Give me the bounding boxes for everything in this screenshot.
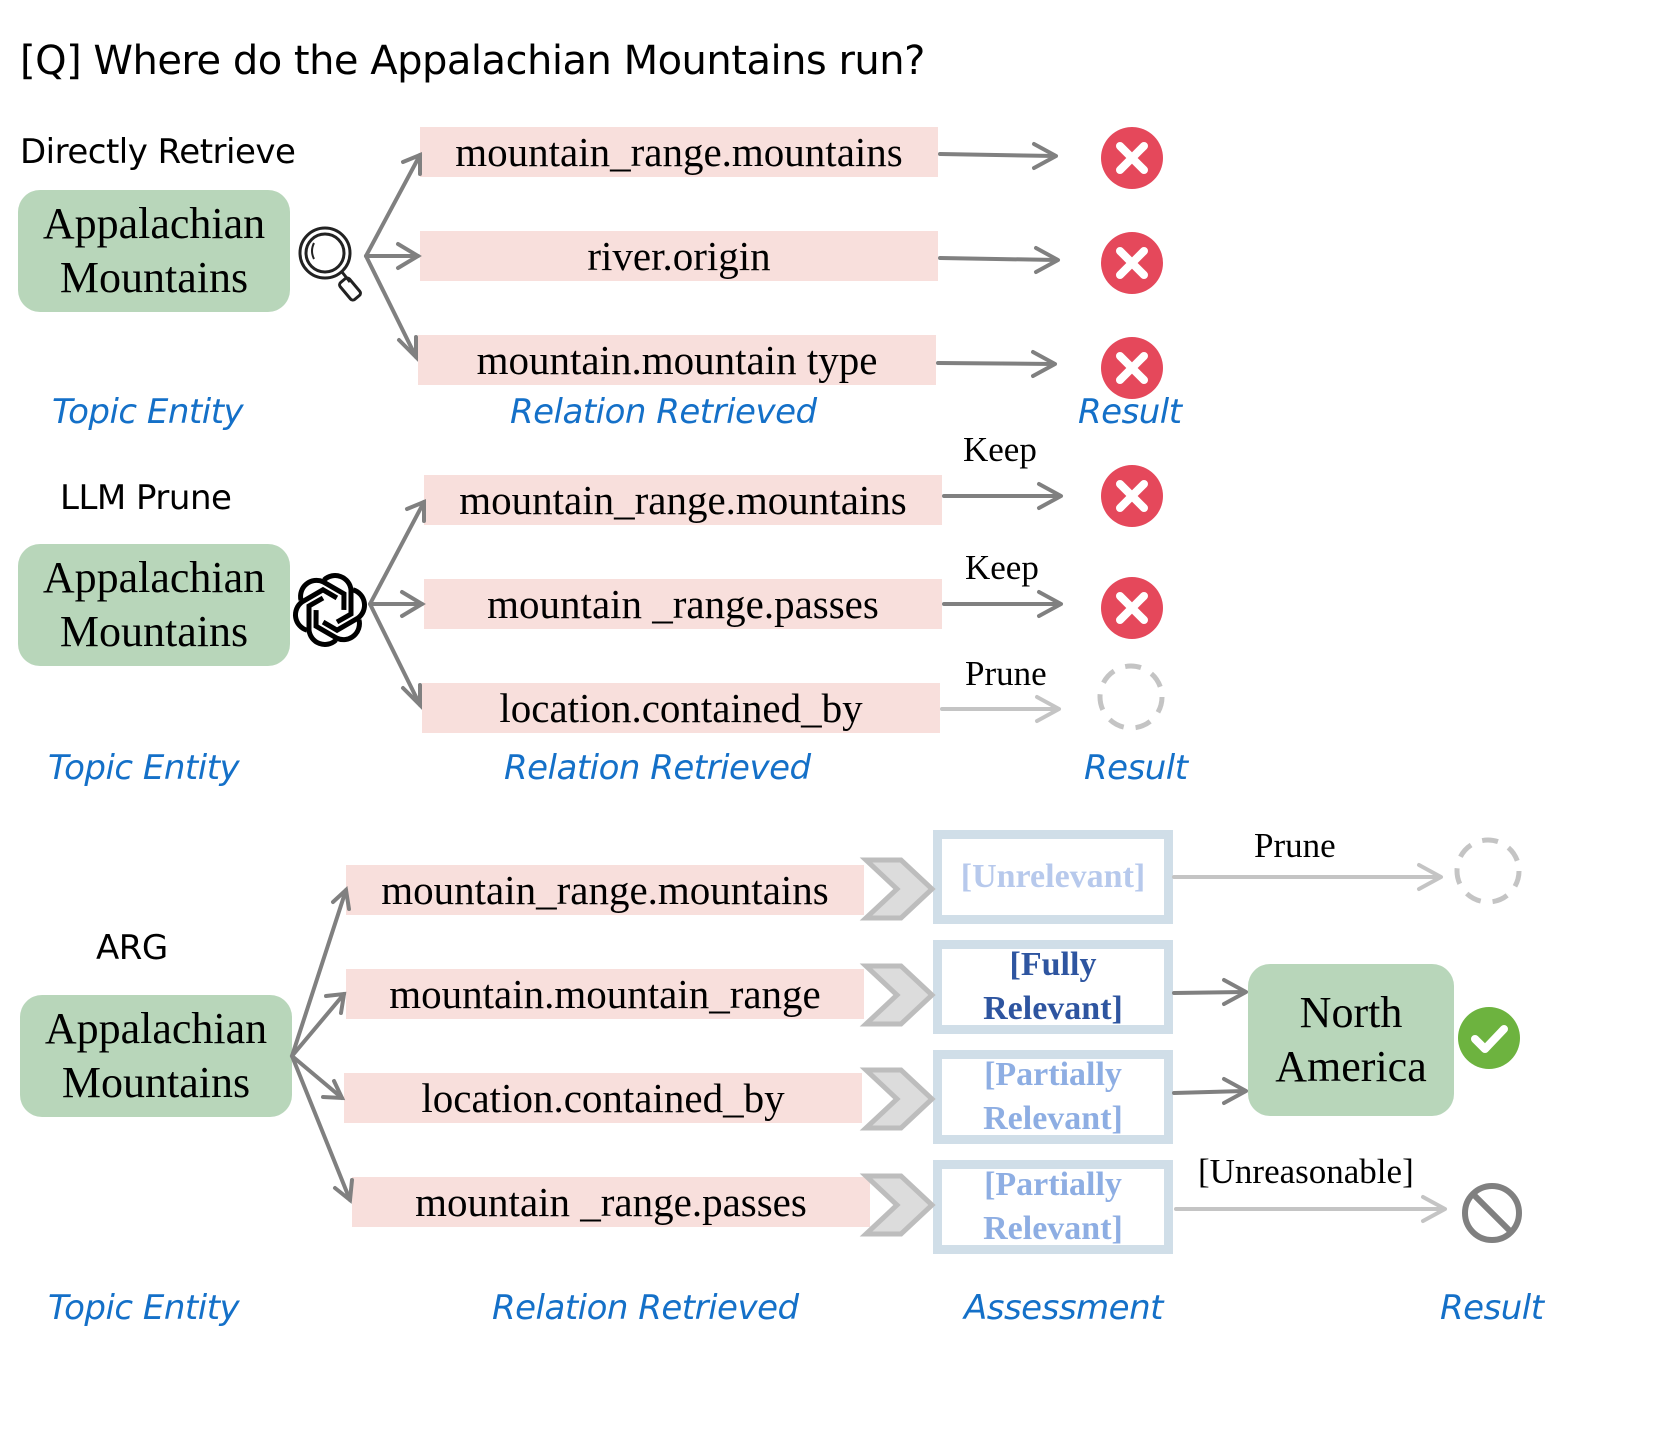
assessment-text: [Fully — [1009, 946, 1097, 983]
blocked-icon — [1462, 1183, 1522, 1243]
edge-label-keep: Keep — [963, 430, 1037, 469]
chevron-right-icon — [859, 1173, 936, 1237]
entity-line-2: Mountains — [59, 607, 249, 656]
assessment-text: Relevant] — [983, 990, 1123, 1027]
caption-topic-entity: Topic Entity — [48, 1288, 240, 1328]
arrow — [364, 153, 422, 258]
relation-box: mountain _range.passes — [424, 579, 942, 629]
caption-topic-entity: Topic Entity — [48, 748, 240, 788]
chevron-right-icon — [859, 1067, 936, 1131]
assessment-text: Relevant] — [983, 1100, 1123, 1137]
cross-icon — [1101, 337, 1163, 399]
fan-arrows-direct — [364, 153, 422, 359]
caption-assessment: Assessment — [964, 1288, 1163, 1328]
caption-result: Result — [1440, 1288, 1544, 1328]
answer-line-2: America — [1275, 1042, 1427, 1091]
method-label-arg: ARG — [96, 928, 168, 968]
caption-topic-entity: Topic Entity — [52, 392, 244, 432]
assessment-unrelevant: [Unrelevant] — [933, 830, 1173, 924]
arrow — [364, 254, 418, 359]
relation-box: mountain _range.passes — [352, 1177, 870, 1227]
caption-result: Result — [1084, 748, 1188, 788]
caption-relation-retrieved: Relation Retrieved — [504, 748, 811, 788]
relation-box: mountain_range.mountains — [346, 865, 864, 915]
method-label-direct: Directly Retrieve — [20, 132, 296, 172]
pruned-empty-circle-icon — [1097, 663, 1165, 731]
caption-relation-retrieved: Relation Retrieved — [492, 1288, 799, 1328]
relation-box: mountain.mountain_range — [346, 969, 864, 1019]
edge-label-unreasonable: [Unreasonable] — [1198, 1152, 1414, 1191]
magnifier-icon — [298, 226, 362, 302]
entity-line-2: Mountains — [61, 1058, 251, 1107]
cross-icon — [1101, 577, 1163, 639]
assessment-text: [Unrelevant] — [960, 858, 1146, 895]
answer-line-1: North — [1299, 988, 1403, 1037]
pruned-empty-circle-icon — [1454, 837, 1522, 905]
question-title: [Q] Where do the Appalachian Mountains r… — [20, 38, 925, 84]
assessment-text: Relevant] — [983, 1210, 1123, 1247]
cross-icon — [1101, 232, 1163, 294]
entity-line-1: Appalachian — [42, 553, 266, 602]
relation-box: location.contained_by — [344, 1073, 862, 1123]
relation-box: mountain_range.mountains — [424, 475, 942, 525]
caption-relation-retrieved: Relation Retrieved — [510, 392, 817, 432]
cross-icon — [1101, 127, 1163, 189]
cross-icon — [1101, 465, 1163, 527]
chevron-right-icon — [859, 857, 936, 921]
assessment-text: [Partially — [984, 1166, 1122, 1203]
relation-box: mountain.mountain type — [418, 335, 936, 385]
edge-label-prune: Prune — [1254, 826, 1336, 865]
entity-line-2: Mountains — [59, 253, 249, 302]
check-icon — [1458, 1007, 1520, 1069]
relation-box: location.contained_by — [422, 683, 940, 733]
edge-label-keep: Keep — [965, 548, 1039, 587]
method-label-llm-prune: LLM Prune — [60, 478, 232, 518]
relation-box: mountain_range.mountains — [420, 127, 938, 177]
chevron-right-icon — [859, 963, 936, 1027]
relation-box: river.origin — [420, 231, 938, 281]
edge-label-prune: Prune — [965, 654, 1047, 693]
assessment-text: [Partially — [984, 1056, 1122, 1093]
openai-logo-icon — [293, 573, 367, 647]
entity-line-1: Appalachian — [42, 199, 266, 248]
entity-line-1: Appalachian — [44, 1004, 268, 1053]
